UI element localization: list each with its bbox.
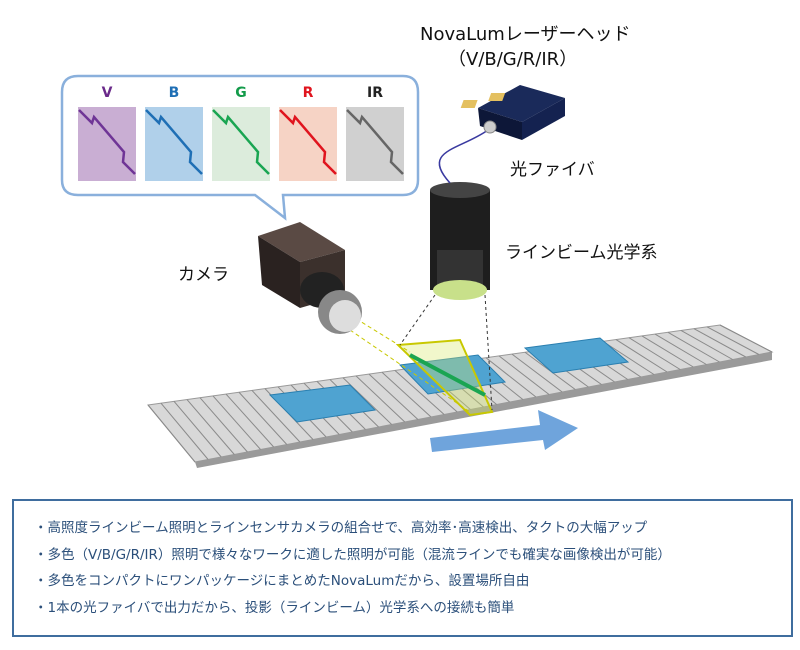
belt-slat (654, 333, 707, 365)
optics-label: ラインビーム光学系 (505, 243, 658, 263)
belt-slat (238, 391, 288, 445)
feature-item: ・1本の光ファイバで出力だから、投影（ラインビーム）光学系への接続も簡単 (34, 599, 515, 616)
belt-slat (615, 339, 668, 373)
camera-label: カメラ (178, 265, 229, 285)
feature-item: ・高照度ラインビーム照明とラインセンサカメラの組合せで、高効率･高速検出、タクト… (34, 520, 648, 536)
belt-slat (706, 326, 760, 355)
spectrum-panel-g (212, 107, 270, 181)
spectrum-panel-v (78, 107, 136, 181)
laser-head-illustration (460, 85, 565, 140)
spectrum-panel-b (145, 107, 203, 181)
belt-slat (381, 371, 432, 418)
line-beam (349, 294, 494, 417)
belt-slat (225, 393, 275, 448)
belt-slat (667, 331, 720, 363)
belt-slat (628, 337, 681, 370)
feature-item: ・多色をコンパクトにワンパッケージにまとめたNovaLumだから、設置場所自由 (34, 573, 530, 589)
panel-label-b: B (168, 85, 180, 101)
optical-fiber (438, 129, 489, 184)
workpiece-3 (523, 337, 630, 374)
belt-slat (160, 402, 209, 460)
belt-slat (394, 370, 445, 415)
belt-slat (511, 353, 563, 393)
belt-slat (186, 399, 235, 455)
spectrum-panel-ir (346, 107, 404, 181)
belt-slat (641, 335, 694, 368)
belt-slat (212, 395, 261, 450)
feature-item: ・多色（V/B/G/R/IR）照明で様々なワークに適した照明が可能（混流ラインで… (34, 546, 671, 563)
belt-slat (680, 330, 733, 360)
belt-slat (719, 324, 773, 353)
belt-slat (147, 404, 196, 463)
belt-slat (251, 390, 301, 443)
belt-slat (173, 401, 222, 458)
belt-slat (602, 340, 655, 375)
panel-label-r: R (302, 85, 314, 101)
laser-head-title: NovaLumレーザーヘッド (420, 24, 631, 45)
belt-slat (693, 328, 747, 358)
panel-label-v: V (101, 85, 113, 101)
line-beam-optics-illustration (430, 182, 490, 300)
panel-label-g: G (235, 85, 247, 101)
belt-slat (199, 397, 248, 453)
fiber-label: 光ファイバ (510, 160, 595, 180)
workpiece-1 (268, 384, 377, 423)
panel-label-ir: IR (367, 85, 383, 101)
camera-illustration (258, 222, 362, 334)
system-diagram (60, 74, 774, 468)
belt-slat (498, 355, 550, 395)
laser-head-subtitle: （V/B/G/R/IR） (448, 49, 578, 70)
belt-slat (485, 357, 537, 398)
feature-list: ・高照度ラインビーム照明とラインセンサカメラの組合せで、高効率･高速検出、タクト… (12, 499, 793, 637)
spectrum-panel-r (279, 107, 337, 181)
conveyor-direction-arrow (430, 410, 578, 452)
belt-slat (355, 375, 406, 423)
belt-slat (368, 373, 419, 420)
